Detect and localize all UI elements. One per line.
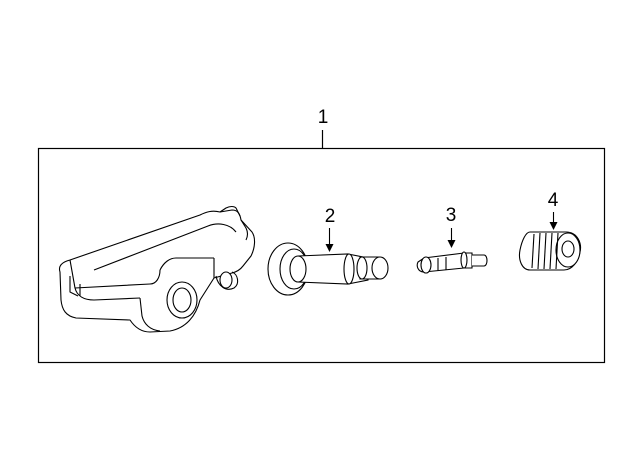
valve-core-drawing [416,251,488,274]
callout-2-label: 2 [324,206,336,227]
callout-4-arrow-head [549,222,558,230]
valve-stem-drawing [267,242,389,296]
sensor-body-drawing [58,205,256,333]
valve-cap-drawing [518,231,582,271]
callout-3-label: 3 [445,205,457,226]
assembly-box [37,147,606,364]
callout-3-arrow-head [447,240,456,248]
callout-2-arrow-head [325,244,334,252]
callout-4-label: 4 [547,190,559,211]
callout-1-label: 1 [317,107,329,128]
